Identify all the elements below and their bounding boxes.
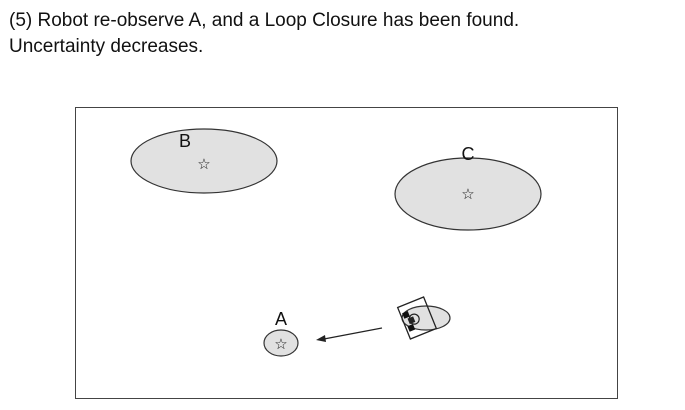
landmark-c-star-icon: ☆ [461, 185, 474, 203]
robot-wheel-icon [402, 310, 410, 319]
robot-body-icon [396, 296, 438, 340]
robot [396, 296, 451, 340]
caption-line-2: Uncertainty decreases. [9, 36, 204, 57]
caption-line-1: (5) Robot re-observe A, and a Loop Closu… [9, 10, 520, 31]
landmark-a-uncertainty-ellipse [263, 329, 299, 357]
landmark-c-uncertainty-ellipse [394, 157, 542, 231]
landmark-a-star-icon: ☆ [274, 335, 287, 353]
landmark-b-uncertainty-ellipse [130, 128, 278, 194]
robot-wheel-icon [407, 323, 416, 332]
landmark-a-label: A [275, 309, 287, 329]
caption: (5) Robot re-observe A, and a Loop Closu… [9, 8, 679, 60]
landmark-c-label: C [462, 144, 475, 164]
robot-sensor-icon [408, 313, 420, 325]
observation-arrow-head [316, 335, 326, 342]
diagram-frame [75, 107, 618, 399]
landmark-b-label: B [179, 131, 191, 151]
landmark-b-star-icon: ☆ [197, 155, 210, 173]
observation-arrow-line [323, 327, 383, 340]
